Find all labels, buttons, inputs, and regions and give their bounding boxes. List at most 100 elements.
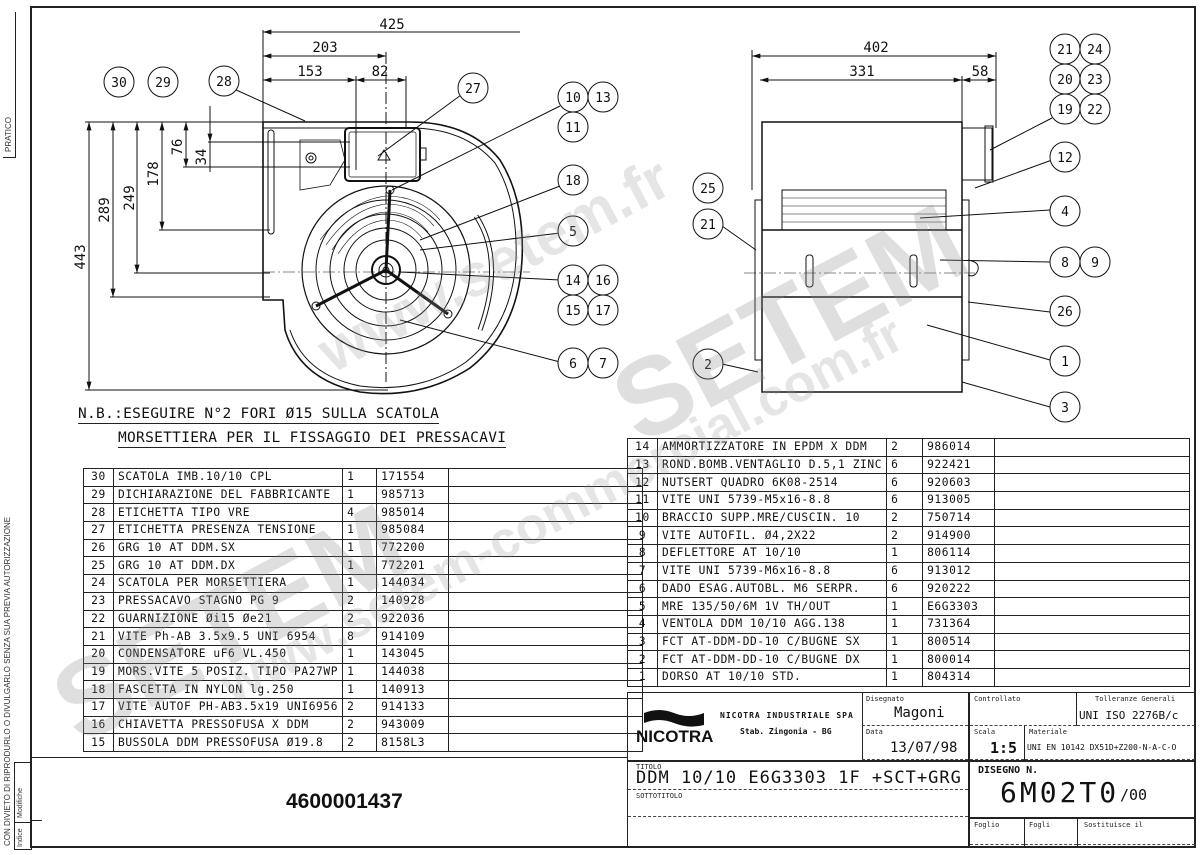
bom-code: 800014 (922, 650, 996, 669)
bom-pos: 1 (627, 667, 658, 687)
bom-desc: VITE UNI 5739-M5x16-8.8 (656, 491, 888, 510)
bom-code: 750714 (922, 508, 996, 528)
bom-code: 913012 (922, 561, 996, 581)
disegnato-cell: Disegnato Magoni (862, 693, 968, 726)
bom-pos: 19 (83, 662, 114, 682)
bom-code: 920603 (922, 473, 996, 493)
bom-desc: DADO ESAG.AUTOBL. M6 SERPR. (656, 579, 888, 599)
bom-empty (448, 662, 644, 682)
dim-443: 443 (73, 244, 89, 269)
bom-empty (448, 733, 644, 752)
balloon-18: 18 (557, 164, 589, 196)
svg-text:8: 8 (1061, 256, 1069, 271)
balloon-11: 11 (557, 111, 589, 143)
svg-text:25: 25 (700, 182, 716, 197)
balloon-22: 22 (1079, 93, 1111, 125)
bom-pos: 20 (83, 644, 114, 664)
bom-empty (994, 597, 1191, 616)
nicotra-logo-icon (644, 710, 704, 727)
bom-empty (448, 538, 644, 558)
disegno-cell: DISEGNO N. 6M02T0 /00 (970, 762, 1195, 817)
bom-desc: DICHIARAZIONE DEL FABBRICANTE (112, 485, 344, 505)
bom-empty (994, 455, 1191, 475)
bom-desc: BRACCIO SUPP.MRE/CUSCIN. 10 (656, 508, 888, 528)
bom-pos: 14 (627, 438, 658, 457)
dim-58: 58 (972, 64, 989, 80)
materiale-cell: Materiale UNI EN 10142 DX51D+Z200-N-A-C-… (1025, 726, 1195, 760)
bom-code: 943009 (376, 715, 450, 735)
bom-desc: FCT AT-DDM-DD-10 C/BUGNE SX (656, 632, 888, 652)
bom-empty (994, 614, 1191, 634)
scala-value: 1:5 (990, 739, 1018, 757)
titolo-value: DDM 10/10 E6G3303 1F +SCT+GRG (636, 768, 962, 788)
balloon-12: 12 (1049, 141, 1081, 173)
company-cell: NICOTRA NICOTRA INDUSTRIALE SPA Stab. Zi… (628, 693, 863, 760)
balloon-30: 30 (103, 66, 135, 98)
svg-text:14: 14 (565, 274, 581, 289)
bom-empty (994, 579, 1191, 599)
data-cell: Data 13/07/98 (862, 726, 968, 760)
svg-text:7: 7 (599, 357, 607, 372)
bom-desc: ROND.BOMB.VENTAGLIO D.5,1 ZINC (656, 455, 888, 475)
bom-qty: 2 (886, 526, 924, 546)
note-line-2: MORSETTIERA PER IL FISSAGGIO DEI PRESSAC… (118, 430, 507, 448)
bom-pos: 21 (83, 627, 114, 646)
bom-desc: GUARNIZIONE Øi15 Øe21 (112, 609, 344, 629)
bom-qty: 1 (886, 650, 924, 669)
article-number-block: 4600001437 (30, 757, 628, 848)
bom-empty (448, 574, 644, 593)
balloon-14: 14 (557, 264, 589, 296)
bom-qty: 1 (342, 538, 378, 558)
balloon-24: 24 (1079, 33, 1111, 65)
balloon-7: 7 (587, 347, 619, 379)
disegno-number: 6M02T0 (1000, 776, 1120, 809)
bom-desc: NUTSERT QUADRO 6K08-2514 (656, 473, 888, 493)
bom-qty: 6 (886, 561, 924, 581)
svg-text:6: 6 (569, 357, 577, 372)
bom-empty (448, 680, 644, 699)
bom-code: 804314 (922, 667, 996, 687)
bom-desc: AMMORTIZZATORE IN EPDM X DDM (656, 438, 888, 457)
svg-text:29: 29 (155, 76, 171, 91)
svg-text:21: 21 (700, 218, 716, 233)
bom-qty: 1 (342, 662, 378, 682)
bom-qty: 1 (342, 485, 378, 505)
bom-pos: 23 (83, 591, 114, 611)
data-value: 13/07/98 (890, 740, 958, 756)
svg-text:30: 30 (111, 76, 127, 91)
balloon-9: 9 (1079, 246, 1111, 278)
bom-desc: BUSSOLA DDM PRESSOFUSA Ø19.8 (112, 733, 344, 752)
svg-text:3: 3 (1061, 401, 1069, 416)
bom-desc: VITE UNI 5739-M6x16-8.8 (656, 561, 888, 581)
balloon-23: 23 (1079, 63, 1111, 95)
svg-text:26: 26 (1057, 305, 1073, 320)
bom-code: 772200 (376, 538, 450, 558)
bom-pos: 8 (627, 544, 658, 563)
bom-desc: FASCETTA IN NYLON lg.250 (112, 680, 344, 699)
bom-pos: 25 (83, 556, 114, 576)
bom-qty: 1 (342, 680, 378, 699)
bom-code: 140928 (376, 591, 450, 611)
bom-desc: DORSO AT 10/10 STD. (656, 667, 888, 687)
bom-desc: ETICHETTA PRESENZA TENSIONE (112, 521, 344, 540)
bom-code: 985713 (376, 485, 450, 505)
bom-qty: 1 (886, 632, 924, 652)
dim-289: 289 (97, 197, 113, 222)
svg-text:17: 17 (595, 304, 611, 319)
balloon-29: 29 (147, 66, 179, 98)
svg-text:11: 11 (565, 121, 581, 136)
